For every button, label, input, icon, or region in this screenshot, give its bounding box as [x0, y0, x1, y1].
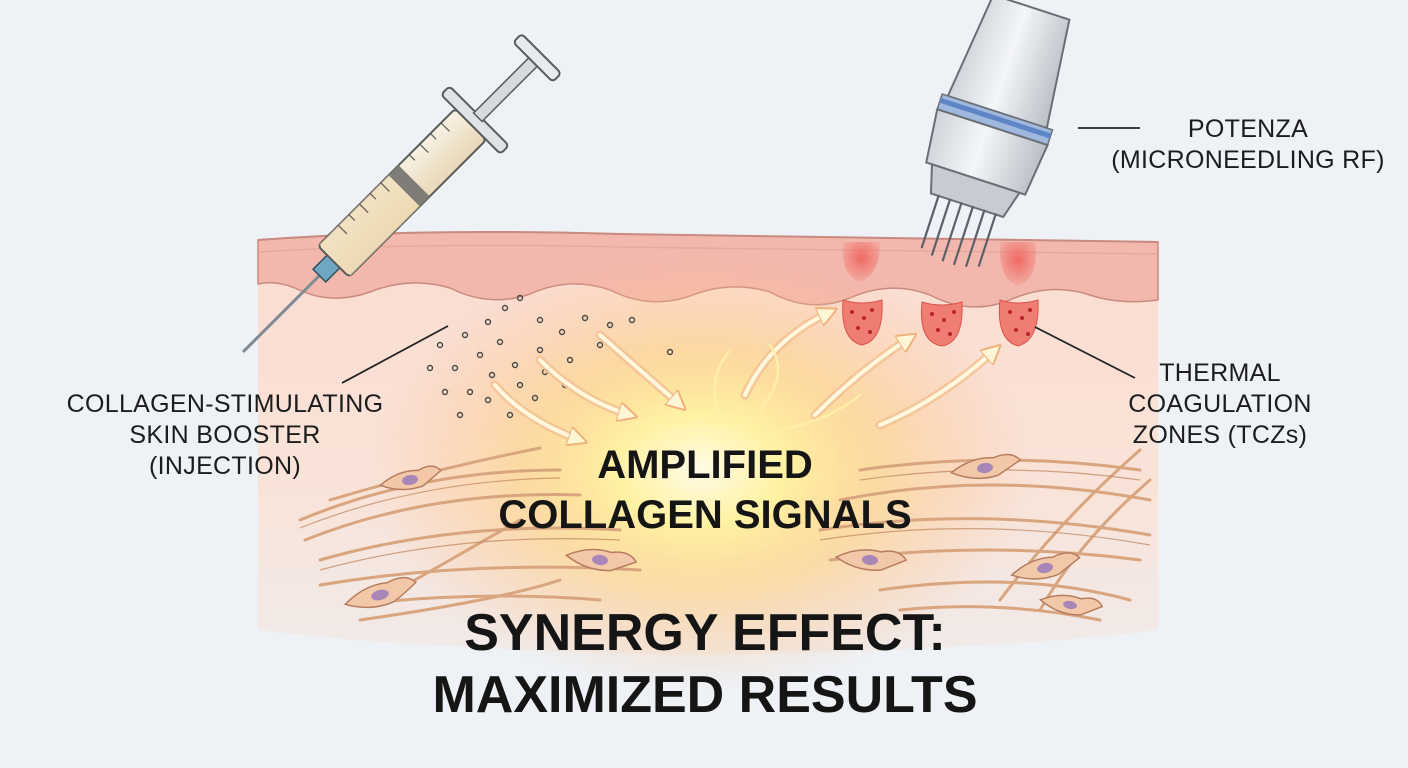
injection-line-2: SKIN BOOSTER [129, 421, 321, 449]
injection-label: COLLAGEN-STIMULATING SKIN BOOSTER (INJEC… [40, 389, 410, 482]
center-line-2: COLLAGEN SIGNALS [498, 493, 912, 537]
synergy-headline: SYNERGY EFFECT: MAXIMIZED RESULTS [330, 602, 1080, 726]
leader-lines [341, 127, 1140, 384]
tcz-label: THERMAL COAGULATION ZONES (TCZs) [1110, 358, 1330, 451]
headline-line-2: MAXIMIZED RESULTS [432, 666, 978, 724]
microneedling-handpiece-icon [920, 0, 1071, 267]
thermal-coagulation-zones [842, 242, 1039, 347]
tcz-line-1: THERMAL [1159, 359, 1281, 387]
device-name: POTENZA [1187, 115, 1309, 143]
headline-line-1: SYNERGY EFFECT: [464, 604, 946, 662]
device-type: (MICRONEEDLING RF) [1111, 146, 1385, 174]
tcz-line-3: ZONES (TCZs) [1132, 421, 1308, 449]
center-line-1: AMPLIFIED [597, 443, 813, 487]
injection-line-3: (INJECTION) [149, 452, 301, 480]
device-label: POTENZA (MICRONEEDLING RF) [1098, 114, 1398, 176]
fibroblast-cells [343, 453, 1104, 616]
collagen-glow [370, 250, 1030, 690]
amplified-signals-label: AMPLIFIED COLLAGEN SIGNALS [470, 440, 940, 540]
injection-line-1: COLLAGEN-STIMULATING [66, 390, 384, 418]
syringe-icon [241, 34, 561, 354]
tcz-line-2: COAGULATION [1128, 390, 1312, 418]
booster-particles [426, 294, 674, 419]
